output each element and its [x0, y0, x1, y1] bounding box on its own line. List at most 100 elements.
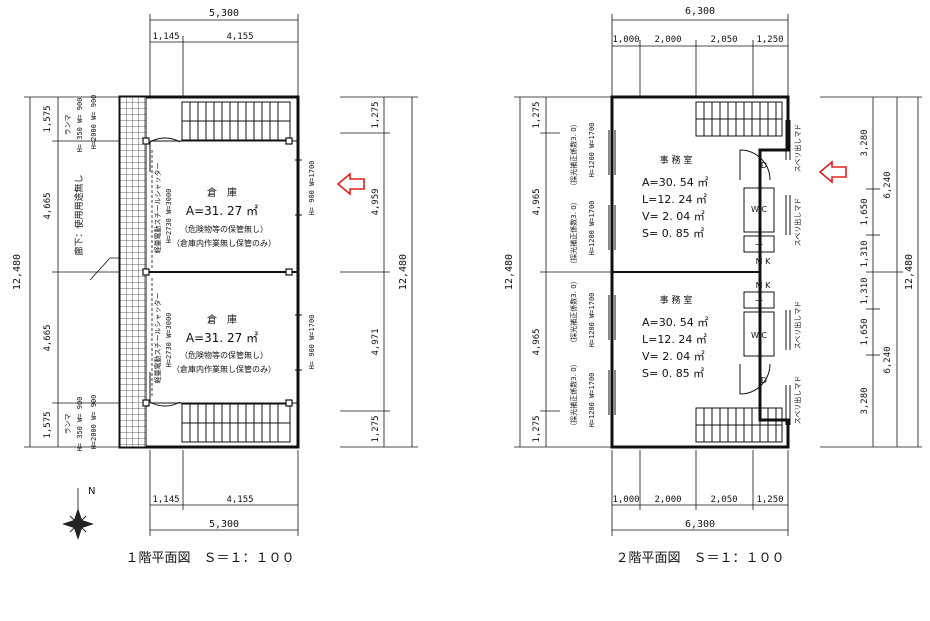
- f2-bottom-seg3: 2,050: [710, 495, 737, 505]
- f2-bottom-total: 6,300: [685, 519, 715, 530]
- f1-room1-shutter: 軽量電動スチールシャッター: [153, 163, 162, 254]
- f2-left-seg1: 1,275: [532, 101, 542, 128]
- f2-right-seg1: 3,280: [860, 129, 870, 156]
- f2-right-seg5: 1,650: [860, 318, 870, 345]
- f2-right-seg3: 1,310: [860, 240, 870, 267]
- f1-window-bottom: [295, 314, 302, 371]
- f1-ranma-size-top: H= 350 W= 900: [76, 98, 84, 153]
- f1-right-seg3: 4,971: [371, 328, 381, 355]
- f2-door-label-top: D: [761, 161, 767, 170]
- f1-corridor-hatch: [119, 96, 147, 448]
- f2-sliding-window-2: スベリ出しマド: [793, 198, 802, 247]
- f1-room2-shutter-size: H=2730 W=3000: [165, 313, 173, 368]
- f1-bottom-seg2: 4,155: [226, 495, 253, 505]
- f2-hatch-mark-bottom: 十: [755, 296, 763, 306]
- f2-mk-label-top: M K: [756, 257, 771, 266]
- f2-sliding-window-1: スベリ出しマド: [793, 124, 802, 173]
- f1-bottom-total: 5,300: [209, 519, 239, 530]
- f2-bottom-seg2: 2,000: [654, 495, 681, 505]
- f1-right-seg4: 1,275: [371, 415, 381, 442]
- floor1-left-dimensions: 12,480 1,575 4,665 4,665 1,575 ランマ H= 35…: [12, 95, 120, 451]
- f2-window-size-2: H=1200 W=1700: [588, 201, 596, 256]
- f1-room1-note1: （危険物等の保管無し）: [180, 224, 268, 234]
- f1-corridor-note: 廊下：使用用途無し: [73, 174, 85, 255]
- f1-window-size-top: H= 900 W=1700: [308, 161, 316, 216]
- floor2-right-dimensions: 3,280 1,650 1,310 1,310 1,650 3,280 6,24…: [820, 96, 922, 448]
- f2-stairs-top: [695, 101, 783, 137]
- f2-left-seg2: 4,965: [532, 188, 542, 215]
- f2-sliding-window-3: スベリ出しマド: [793, 301, 802, 350]
- f2-wc-label-bottom: W C: [751, 331, 767, 340]
- f2-room-upper: 事 務 室 A=30. 54 ㎡ L=12. 24 ㎡ V= 2. 04 ㎡ S…: [642, 154, 708, 240]
- f2-correction-2: （採光補正係数3. 0）: [569, 198, 578, 267]
- f1-right-seg1: 1,275: [371, 101, 381, 128]
- f1-left-seg3: 4,665: [43, 324, 53, 351]
- f2-left-total: 12,480: [504, 254, 515, 290]
- f2-room1-l: L=12. 24 ㎡: [642, 193, 707, 206]
- f2-room2-area: A=30. 54 ㎡: [642, 316, 708, 329]
- f1-window-size-bottom: H= 900 W=1700: [308, 315, 316, 370]
- f1-left-total: 12,480: [12, 254, 23, 290]
- floor2-left-dimensions: 12,480 1,275 4,965 4,965 1,275 （採光補正係数3.…: [504, 96, 612, 448]
- f1-room2-area: A=31. 27 ㎡: [186, 331, 258, 345]
- f1-room2-shutter: 軽量電動スチールシャッター: [153, 293, 162, 384]
- f1-room1-shutter-size: H=2730 W=3000: [165, 189, 173, 244]
- f1-left-seg1: 1,575: [43, 105, 53, 132]
- f1-room1-area: A=31. 27 ㎡: [186, 204, 258, 218]
- f2-top-seg2: 2,000: [654, 35, 681, 45]
- f1-room-lower: 倉 庫 A=31. 27 ㎡ （危険物等の保管無し） （倉庫内作業無し保管のみ）…: [153, 293, 276, 384]
- f2-sink-bottom: [743, 291, 775, 309]
- f2-room2-l: L=12. 24 ㎡: [642, 333, 707, 346]
- f2-window-size-4: H=1200 W=1700: [588, 373, 596, 428]
- f2-bottom-seg1: 1,000: [612, 495, 639, 505]
- f1-room2-name: 倉 庫: [207, 313, 237, 326]
- f2-wc-top: [743, 187, 775, 233]
- f2-right-mid1: 6,240: [883, 171, 893, 198]
- f1-top-seg2: 4,155: [226, 32, 253, 42]
- f2-door-label-bottom: D: [761, 376, 767, 385]
- north-arrow-icon: N: [62, 486, 95, 540]
- floor2-top-dimensions: 6,300 1,000 2,000 2,050 1,250: [611, 6, 789, 96]
- f2-sliding-window-4: スベリ出しマド: [793, 376, 802, 425]
- f1-right-total: 12,480: [398, 254, 409, 290]
- floor2-plan: 6,300 1,000 2,000 2,050 1,250 1,000 2,00…: [504, 6, 922, 566]
- f2-top-total: 6,300: [685, 6, 715, 17]
- f1-ranma-label-top: ランマ: [64, 115, 72, 136]
- north-label: N: [88, 486, 95, 497]
- f2-room1-area: A=30. 54 ㎡: [642, 176, 708, 189]
- f2-entrance-arrow-icon: [818, 160, 847, 184]
- f1-room1-name: 倉 庫: [207, 186, 237, 199]
- f2-window-size-1: H=1200 W=1700: [588, 123, 596, 178]
- f1-door-size-bottom: H=2000 W= 900: [90, 395, 98, 450]
- f1-top-seg1: 1,145: [152, 32, 179, 42]
- f2-sink-top: [743, 235, 775, 253]
- f2-wc-label-top: W C: [751, 205, 767, 214]
- f1-bottom-seg1: 1,145: [152, 495, 179, 505]
- f2-door-bottom: [739, 363, 771, 395]
- f1-room1-note2: （倉庫内作業無し保管のみ）: [172, 238, 276, 248]
- f1-left-seg4: 1,575: [43, 411, 53, 438]
- f1-room2-note1: （危険物等の保管無し）: [180, 350, 268, 360]
- f2-caption: ２階平面図 Ｓ＝１：１００: [615, 551, 784, 566]
- floor1-right-dimensions: 1,275 4,959 4,971 1,275 12,480: [340, 96, 418, 448]
- f1-ranma-label-bottom: ランマ: [64, 414, 72, 435]
- f2-mk-label-bottom: M K: [756, 281, 771, 290]
- f2-door-top: [739, 149, 771, 181]
- f2-correction-1: （採光補正係数3. 0）: [569, 120, 578, 189]
- f2-top-seg3: 2,050: [710, 35, 737, 45]
- f2-right-seg2: 1,650: [860, 198, 870, 225]
- floor1-plan: 5,300 1,145 4,155 1,145 4,155 5,300 12,4…: [12, 8, 418, 566]
- f1-caption: １階平面図 Ｓ＝１：１００: [125, 551, 294, 566]
- f2-correction-3: （採光補正係数3. 0）: [569, 277, 578, 346]
- f1-stairs-bottom: [181, 403, 291, 443]
- f1-top-total: 5,300: [209, 8, 239, 19]
- floor1-bottom-dimensions: 1,145 4,155 5,300: [149, 450, 299, 536]
- f2-room1-name: 事 務 室: [660, 154, 693, 166]
- f2-stairs-bottom: [695, 407, 783, 443]
- f2-right-seg4: 1,310: [860, 277, 870, 304]
- f2-right-mid2: 6,240: [883, 346, 893, 373]
- f2-right-total: 12,480: [904, 254, 915, 290]
- f2-room-lower: 事 務 室 A=30. 54 ㎡ L=12. 24 ㎡ V= 2. 04 ㎡ S…: [642, 294, 708, 380]
- f1-left-seg2: 4,665: [43, 192, 53, 219]
